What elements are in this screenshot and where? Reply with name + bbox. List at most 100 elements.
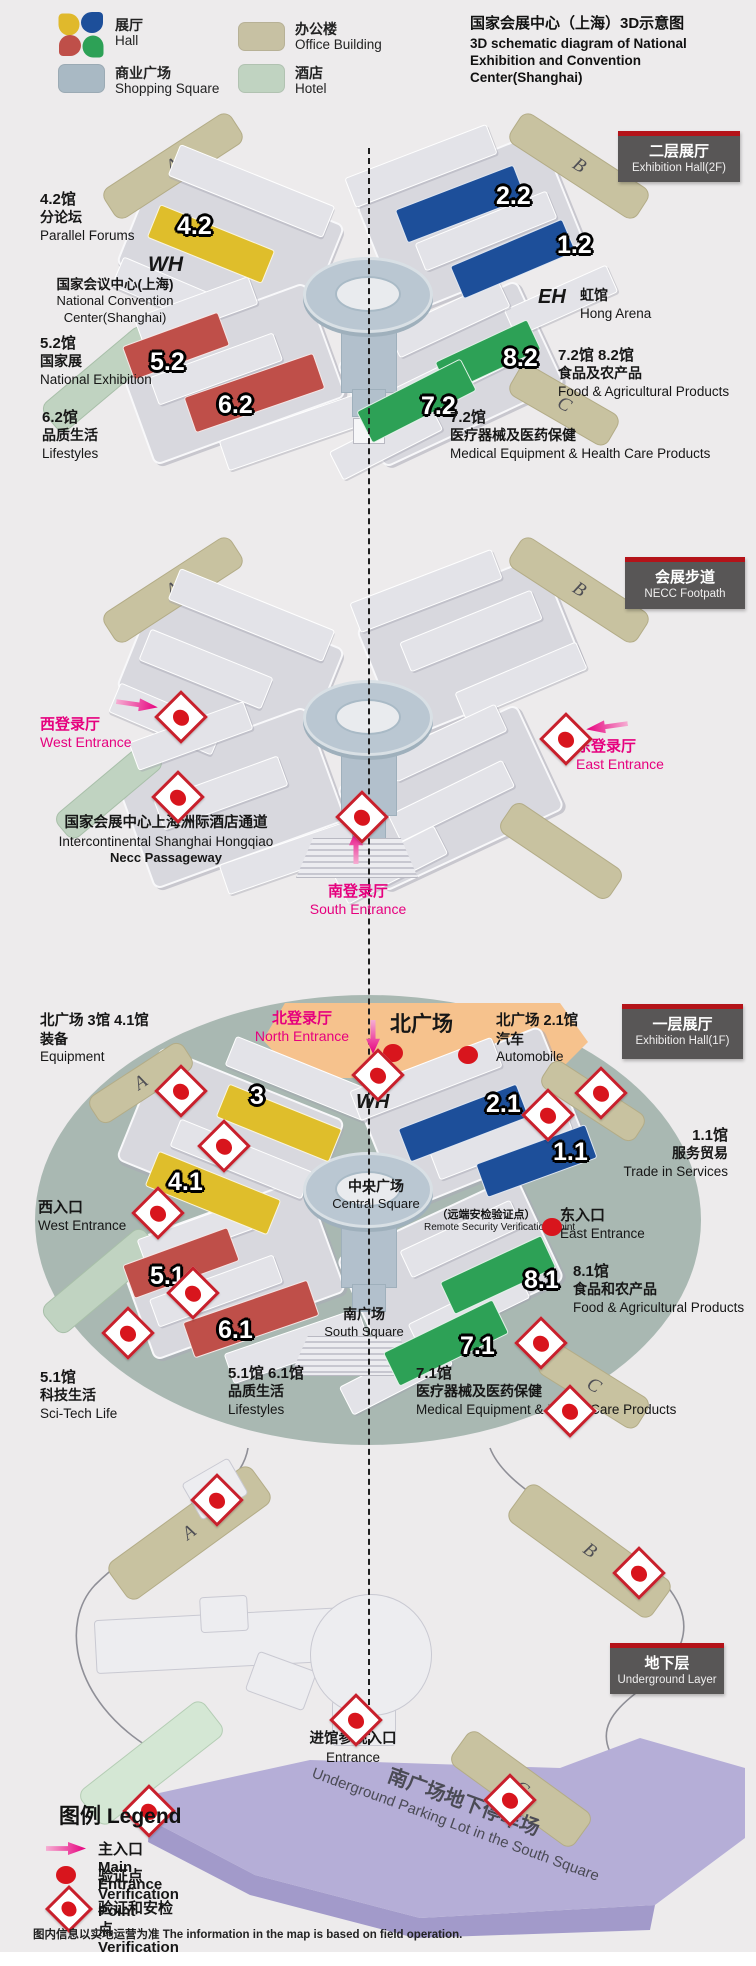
hall-3-label: 3	[250, 1082, 264, 1110]
verification-point	[542, 1218, 562, 1236]
clover-icon	[58, 12, 104, 58]
verification-dot	[536, 1104, 560, 1128]
underground-structure	[199, 1594, 249, 1634]
legend-hotel-swatch	[238, 64, 285, 93]
hall-7.1-label: 7.1	[460, 1332, 495, 1360]
parking-lot-front	[148, 1820, 655, 1938]
verification-dot	[181, 1282, 205, 1306]
eh-label: EH	[538, 286, 566, 308]
verification-dot	[558, 1400, 582, 1424]
verification-dot	[554, 728, 578, 752]
underground-parking-lot	[150, 1738, 745, 1918]
verification-dot	[627, 1562, 651, 1586]
center-axis-dashed-line	[368, 148, 370, 1745]
hall-8.2-label: 8.2	[503, 344, 538, 372]
verification-dot	[350, 806, 374, 830]
verification-dot	[212, 1135, 236, 1159]
underground-core	[310, 1594, 432, 1716]
badge-hall-1f-zh: 一层展厅	[652, 1016, 713, 1033]
legend-hall-zh: 展厅	[115, 17, 143, 33]
wh-2f: WH	[148, 253, 183, 276]
hall-2.1-label: 2.1	[486, 1090, 521, 1118]
verification-dot	[169, 1080, 193, 1104]
legend-hall-en: Hall	[115, 33, 139, 48]
badge-underground-zh: 地下层	[644, 1655, 690, 1672]
legend-shopping-swatch	[58, 64, 105, 93]
verification-dot	[166, 786, 190, 810]
verification-dot	[589, 1082, 613, 1106]
badge-underground: 地下层 Underground Layer	[610, 1643, 724, 1694]
hall-2.2-label: 2.2	[496, 182, 531, 210]
hall-1.2-label: 1.2	[557, 231, 592, 259]
badge-hall-2f-en: Exhibition Hall(2F)	[632, 162, 726, 174]
badge-hall-2f-zh: 二层展厅	[648, 143, 709, 160]
legend-office-swatch	[238, 22, 285, 51]
map-disclaimer: 图内信息以实地运营为准 The information in the map i…	[33, 1929, 463, 1941]
verification-dot	[366, 1064, 390, 1088]
legend-main-entrance-label: 主入口 Main Entrance	[98, 1841, 163, 1893]
badge-footpath: 会展步道 NECC Footpath	[625, 557, 745, 609]
hall-1.1-label: 1.1	[553, 1138, 588, 1166]
badge-footpath-zh: 会展步道	[654, 569, 715, 586]
remote-security: （远端安检验证点）Remote Security Verification Po…	[424, 1209, 576, 1234]
badge-underground-en: Underground Layer	[617, 1674, 717, 1686]
verification-dot	[169, 706, 193, 730]
verification-dot	[498, 1789, 522, 1813]
map-title: 国家会展中心（上海）3D示意图 3D schematic diagram of …	[470, 12, 750, 85]
verification-dot	[146, 1202, 170, 1226]
legend-shopping-zh: 商业广场	[115, 65, 171, 81]
hall-7.2-label: 7.2	[421, 392, 456, 420]
verification-dot	[205, 1489, 229, 1513]
legend-verification-label: 验证点 Verification Point	[98, 1868, 179, 1920]
map-title-zh: 国家会展中心（上海）3D示意图	[470, 15, 685, 32]
verification-dot	[529, 1332, 553, 1356]
hall-6.2-label: 6.2	[218, 391, 253, 419]
legend-hotel-zh: 酒店	[295, 65, 323, 81]
legend-title: 图例 Legend	[59, 1805, 182, 1828]
legend-office-zh: 办公楼	[295, 21, 337, 37]
legend-hotel-en: Hotel	[295, 81, 327, 96]
legend-office-en: Office Building	[295, 37, 382, 52]
legend-security-label: 验证和安检点 Verification Point and Security C…	[98, 1900, 179, 1952]
badge-footpath-en: NECC Footpath	[644, 588, 726, 600]
verification-dot	[344, 1709, 368, 1733]
hall-4.1-label: 4.1	[168, 1168, 203, 1196]
legend-shopping-en: Shopping Square	[115, 81, 220, 96]
hall-8.1-label: 8.1	[524, 1266, 559, 1294]
hall-5.2-label: 5.2	[150, 348, 185, 376]
badge-hall-1f: 一层展厅 Exhibition Hall(1F)	[622, 1004, 743, 1059]
hall-4.2-label: 4.2	[177, 212, 212, 240]
hall-6.1-label: 6.1	[218, 1316, 253, 1344]
badge-hall-1f-en: Exhibition Hall(1F)	[635, 1035, 730, 1047]
north-square: 北广场	[390, 1013, 453, 1036]
badge-hall-2f: 二层展厅 Exhibition Hall(2F)	[618, 131, 740, 182]
verification-dot	[116, 1322, 140, 1346]
verification-point	[458, 1046, 478, 1064]
